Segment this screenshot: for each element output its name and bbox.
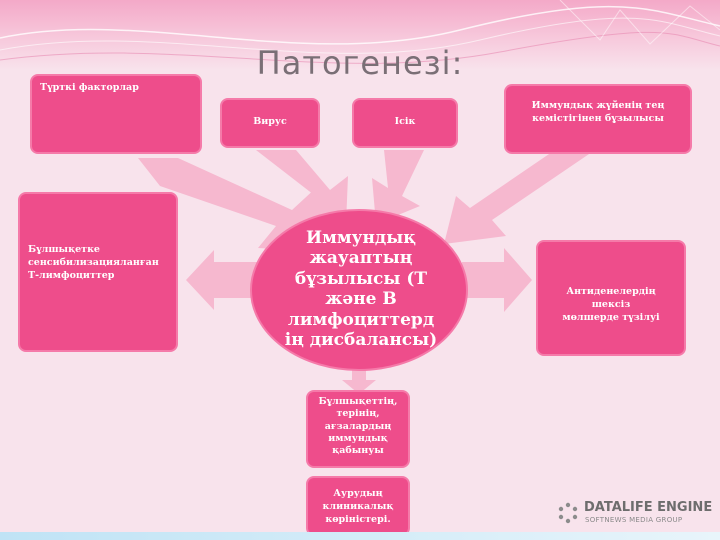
node-text: кемістігінен бұзылысы [532,112,664,124]
node-text: Түрткі факторлар [40,82,139,93]
arrow-to-bottom-box [342,364,376,394]
node-text: Т-лимфоциттер [28,269,115,281]
node-text: Бұлшықетке [28,244,100,255]
node-text: иммундық [328,433,388,445]
center-line: лимфоциттерд [287,309,435,330]
node-text: Антиденелердің шексіз [566,286,656,310]
node-text: ағзалардың [324,420,392,432]
node-text: Ісік [394,116,416,127]
header-band [0,0,720,70]
node-text: қабынуы [332,445,384,457]
node-immune-inflammation: Бұлшықеттің, терінің, ағзалардың иммунды… [306,390,410,468]
node-text: Вирус [253,116,287,127]
arrow-to-left-box [186,250,258,310]
center-ellipse [250,209,468,371]
center-line: ің дисбалансы) [284,329,438,350]
node-text: терінің, [336,408,380,420]
slide-title: Патогенезі: [256,44,464,82]
arrow-from-virus [256,150,348,224]
center-line: бұзылысы (Т [294,268,428,289]
center-line: жауаптың [309,248,413,269]
node-virus: Вирус [220,98,320,148]
arrow-from-immune-deficiency [444,152,592,244]
arrow-from-tumor [372,150,424,224]
node-text: мөлшерде түзілуі [562,311,660,323]
watermark-brand: DATALIFE ENGINE [584,500,713,515]
node-text: көріністері. [325,513,391,525]
node-text: Бұлшықеттің, [318,396,398,407]
node-trigger-factors: Түрткі факторлар [30,74,202,154]
node-text: клиникалық [322,500,394,512]
node-text: Аурудың [333,488,383,499]
center-line: және В [325,289,397,310]
arrow-to-right-box [462,248,532,312]
node-tumor: Ісік [352,98,458,148]
arrow-from-triggers [138,158,324,252]
decorative-wave [0,0,720,64]
watermark-logo: DATALIFE ENGINE SOFTNEWS MEDIA GROUP [556,498,716,528]
node-sensitized-t-lymphocytes: Бұлшықетке сенсибилизацияланған Т-лимфоц… [18,192,178,352]
node-antibody-production: Антиденелердің шексіз мөлшерде түзілуі [536,240,686,356]
node-immune-deficiency: Иммундық жүйенің тең кемістігінен бұзылы… [504,84,692,154]
datalife-logo-icon [558,502,578,524]
node-clinical-manifestations: Аурудың клиникалық көріністері. [306,476,410,536]
center-line: Иммундық [306,228,416,248]
footer-band [0,532,720,540]
watermark-subtitle: SOFTNEWS MEDIA GROUP [585,516,683,524]
node-text: сенсибилизацияланған [28,256,159,268]
node-text: Иммундық жүйенің тең [531,100,665,111]
center-node-label: Иммундық жауаптың бұзылысы (Т және В лим… [276,228,446,350]
